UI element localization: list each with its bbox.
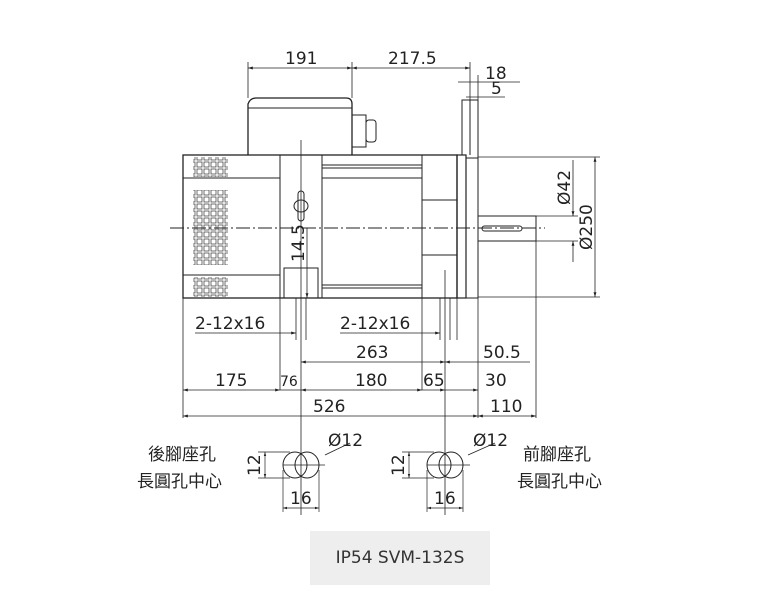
- dimension-lines: [182, 62, 600, 418]
- front-hole-height: 12: [389, 454, 409, 476]
- dim-175: 175: [215, 371, 247, 391]
- dim-50-5: 50.5: [483, 343, 521, 363]
- dim-foot-height: 14.5: [289, 224, 309, 262]
- dim-30: 30: [485, 371, 507, 391]
- front-hole-label-1: 前腳座孔: [523, 445, 591, 465]
- front-hole-label-2: 長圓孔中心: [517, 472, 602, 492]
- dim-526: 526: [313, 397, 345, 417]
- rear-hole-width: 16: [290, 489, 312, 509]
- rear-hole-diameter: Ø12: [328, 431, 363, 451]
- front-hole-diameter: Ø12: [473, 431, 508, 451]
- dim-front-holes: 2-12x16: [340, 314, 410, 334]
- front-hole-width: 16: [434, 489, 456, 509]
- dim-76: 76: [280, 374, 298, 390]
- dim-flange-diameter: Ø250: [577, 204, 597, 250]
- dim-65: 65: [423, 371, 445, 391]
- dim-263: 263: [356, 343, 388, 363]
- model-caption: IP54 SVM-132S: [310, 531, 490, 585]
- terminal-box: [247, 97, 377, 155]
- dim-18: 18: [485, 64, 507, 84]
- rear-hole-label-1: 後腳座孔: [148, 445, 216, 465]
- motor-body: [170, 99, 545, 515]
- rear-hole-height: 12: [245, 454, 265, 476]
- dim-shaft-diameter: Ø42: [555, 170, 575, 205]
- rear-hole-label-2: 長圓孔中心: [137, 472, 222, 492]
- front-slot-hole: [402, 442, 496, 512]
- dim-180: 180: [355, 371, 387, 391]
- dim-217-5: 217.5: [388, 49, 437, 69]
- dim-5: 5: [491, 79, 502, 99]
- rear-slot-hole: [258, 442, 351, 512]
- dim-110: 110: [490, 397, 522, 417]
- dim-191: 191: [285, 49, 317, 69]
- dim-rear-holes: 2-12x16: [195, 314, 265, 334]
